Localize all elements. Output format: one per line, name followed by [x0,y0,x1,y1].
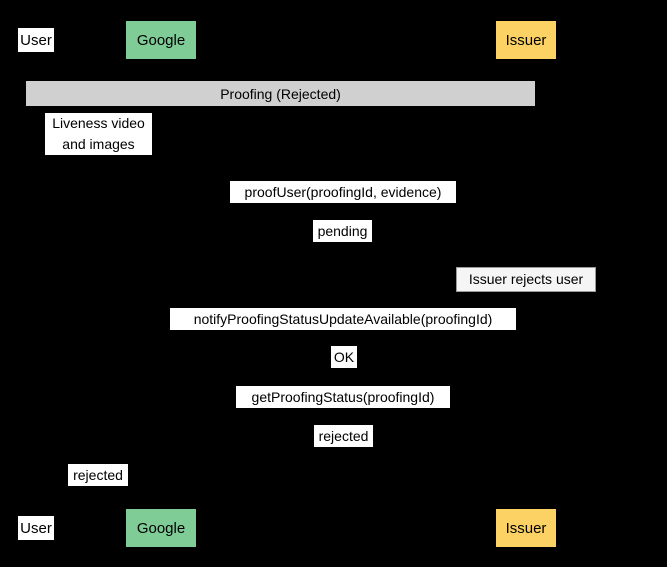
arrow-proofuser [160,203,525,204]
message-label-notify-proofing-status: notifyProofingStatusUpdateAvailable(proo… [170,308,516,330]
message-label-get-proofing-status-text: getProofingStatus(proofingId) [251,389,435,405]
message-label-ok: OK [331,346,357,368]
participant-issuer-bottom[interactable]: Issuer [496,509,556,547]
message-label-get-proofing-status: getProofingStatus(proofingId) [236,386,450,408]
arrow-rejected-resp [160,447,525,448]
arrow-rejected-user [35,486,160,487]
participant-issuer-bottom-label: Issuer [505,519,547,537]
message-label-rejected-user-text: rejected [73,467,123,483]
participant-google-top[interactable]: Google [126,21,196,59]
message-label-notify-proofing-status-text: notifyProofingStatusUpdateAvailable(proo… [193,311,493,327]
participant-user-bottom-label: User [20,519,52,537]
message-label-rejected-response: rejected [314,425,373,447]
note-liveness-line-1: Liveness video [52,115,145,131]
arrow-ok [160,368,525,369]
arrow-liveness [35,155,160,156]
participant-user-top[interactable]: User [18,28,54,52]
arrow-getstatus [160,408,525,409]
group-bar-proofing: Proofing (Rejected) [26,81,535,106]
group-bar-label: Proofing (Rejected) [220,85,341,102]
message-label-ok-text: OK [333,349,355,365]
participant-user-top-label: User [20,31,52,49]
message-label-pending: pending [313,220,372,242]
participant-google-top-label: Google [136,31,186,49]
message-label-proof-user-text: proofUser(proofingId, evidence) [244,184,442,200]
participant-issuer-top[interactable]: Issuer [496,21,556,59]
note-liveness-video: Liveness video and images [45,113,152,155]
message-label-rejected-user: rejected [68,464,128,486]
note-issuer-rejects-user: Issuer rejects user [456,267,596,292]
participant-google-bottom[interactable]: Google [126,509,196,547]
arrow-pending [160,242,525,243]
arrow-notify [160,330,525,331]
note-liveness-line-2: and images [62,136,135,152]
message-label-rejected-response-text: rejected [318,428,369,444]
lifeline-google [160,59,161,509]
message-label-pending-text: pending [317,223,368,239]
note-issuer-rejects-user-text: Issuer rejects user [468,271,584,287]
participant-google-bottom-label: Google [136,519,186,537]
participant-user-bottom[interactable]: User [18,516,54,540]
message-label-proof-user: proofUser(proofingId, evidence) [230,181,456,203]
participant-issuer-top-label: Issuer [505,31,547,49]
lifeline-user [35,59,36,509]
